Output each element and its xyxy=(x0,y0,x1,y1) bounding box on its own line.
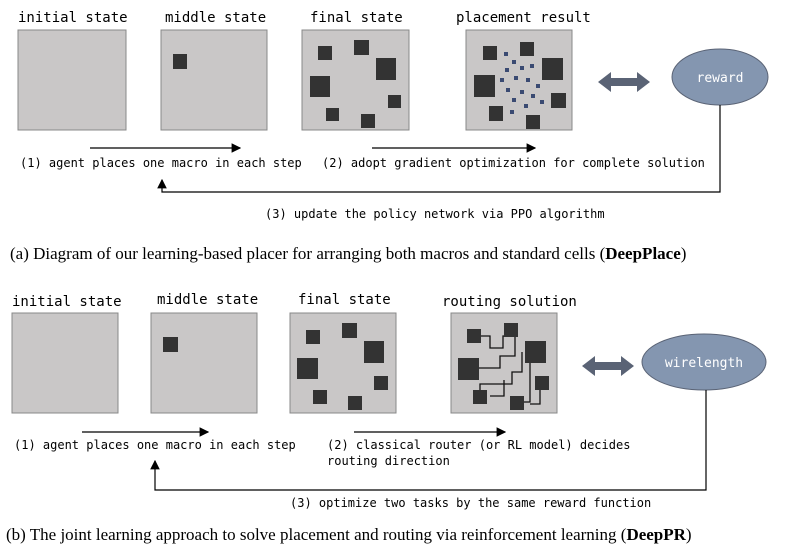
step3-text: (3) update the policy network via PPO al… xyxy=(265,207,605,221)
std-cell xyxy=(520,66,524,70)
macro-block xyxy=(388,95,401,108)
macro-block xyxy=(551,93,566,108)
wirelength-ellipse xyxy=(641,333,767,391)
double-arrow-icon xyxy=(598,72,650,92)
std-cell xyxy=(510,110,514,114)
std-cell xyxy=(524,104,528,108)
macro-block xyxy=(297,358,318,379)
std-cell xyxy=(512,60,516,64)
caption-b: (b) The joint learning approach to solve… xyxy=(6,525,692,544)
bottom-label-final: final state xyxy=(298,292,391,308)
std-cell xyxy=(526,78,530,82)
caption-a-prefix: (a) Diagram of our learning-based placer… xyxy=(10,244,606,263)
macro-block xyxy=(326,108,339,121)
routing-macros xyxy=(458,323,549,410)
macro-block xyxy=(473,390,487,404)
macro-block xyxy=(376,58,396,80)
std-cell xyxy=(514,76,518,80)
wirelength-label: wirelength xyxy=(665,356,743,371)
top-final-macros xyxy=(310,40,401,128)
top-label-placement: placement result xyxy=(456,10,591,26)
std-cell xyxy=(530,64,534,68)
macro-block xyxy=(310,76,330,97)
wire xyxy=(479,352,523,395)
macro-block xyxy=(520,42,534,56)
macro-block xyxy=(458,358,479,380)
bottom-section: initial state middle state final state r… xyxy=(6,292,767,544)
std-cell xyxy=(520,90,524,94)
macro-block xyxy=(306,330,320,344)
std-cell xyxy=(531,94,535,98)
step1-text: (1) agent places one macro in each step xyxy=(20,156,302,170)
top-label-final: final state xyxy=(310,10,403,26)
std-cell xyxy=(540,100,544,104)
macro-block xyxy=(542,58,563,80)
macro-block xyxy=(467,329,481,343)
macro-block xyxy=(354,40,369,55)
std-cell xyxy=(504,52,508,56)
reward-label: reward xyxy=(697,71,744,86)
bottom-final-macros xyxy=(297,323,388,410)
macro-block xyxy=(535,376,549,390)
macro-block xyxy=(342,323,357,338)
macro-block xyxy=(504,323,518,337)
feedback-loop-arrow xyxy=(150,390,707,491)
macro-block xyxy=(318,46,332,60)
standard-cells xyxy=(500,52,544,114)
caption-b-bold: DeepPR xyxy=(626,525,686,544)
top-label-middle: middle state xyxy=(165,10,266,26)
bottom-label-routing: routing solution xyxy=(442,294,577,310)
caption-b-prefix: (b) The joint learning approach to solve… xyxy=(6,525,627,544)
std-cell xyxy=(536,84,540,88)
macro-block xyxy=(489,106,503,121)
caption-b-suffix: ) xyxy=(686,525,692,544)
std-cell xyxy=(506,88,510,92)
double-arrow-icon xyxy=(582,356,634,376)
caption-a-bold: DeepPlace xyxy=(605,244,681,263)
bottom-label-initial: initial state xyxy=(12,294,122,310)
step3-text: (3) optimize two tasks by the same rewar… xyxy=(290,496,651,510)
bottom-initial-panel xyxy=(11,312,119,414)
top-label-initial: initial state xyxy=(18,10,128,26)
bottom-label-middle: middle state xyxy=(157,292,258,308)
macro-block xyxy=(510,396,524,410)
wire xyxy=(530,390,541,405)
std-cell xyxy=(505,68,509,72)
macro-block xyxy=(364,341,384,363)
caption-a-suffix: ) xyxy=(681,244,687,263)
step2-text-line2: routing direction xyxy=(327,454,450,468)
feedback-loop-arrow xyxy=(157,105,721,193)
std-cell xyxy=(500,78,504,82)
macro-block xyxy=(173,54,187,69)
top-initial-panel xyxy=(17,29,127,131)
macro-block xyxy=(526,115,540,129)
macro-block xyxy=(313,390,327,404)
macro-block xyxy=(374,376,388,390)
macro-block xyxy=(163,337,178,352)
top-section: initial state middle state final state p… xyxy=(10,10,769,263)
macro-block xyxy=(348,396,362,410)
step2-text: (2) adopt gradient optimization for comp… xyxy=(322,156,705,170)
top-placement-macros xyxy=(474,42,566,129)
bottom-middle-panel xyxy=(150,312,258,414)
macro-block xyxy=(483,46,497,60)
wire xyxy=(490,380,505,397)
step2-text-line1: (2) classical router (or RL model) decid… xyxy=(327,438,630,452)
top-middle-panel xyxy=(160,29,268,131)
wire xyxy=(478,337,516,369)
caption-a: (a) Diagram of our learning-based placer… xyxy=(10,244,686,263)
macro-block xyxy=(361,114,375,128)
macro-block xyxy=(525,341,546,363)
macro-block xyxy=(474,75,495,97)
step1-text: (1) agent places one macro in each step xyxy=(14,438,296,452)
std-cell xyxy=(512,98,516,102)
